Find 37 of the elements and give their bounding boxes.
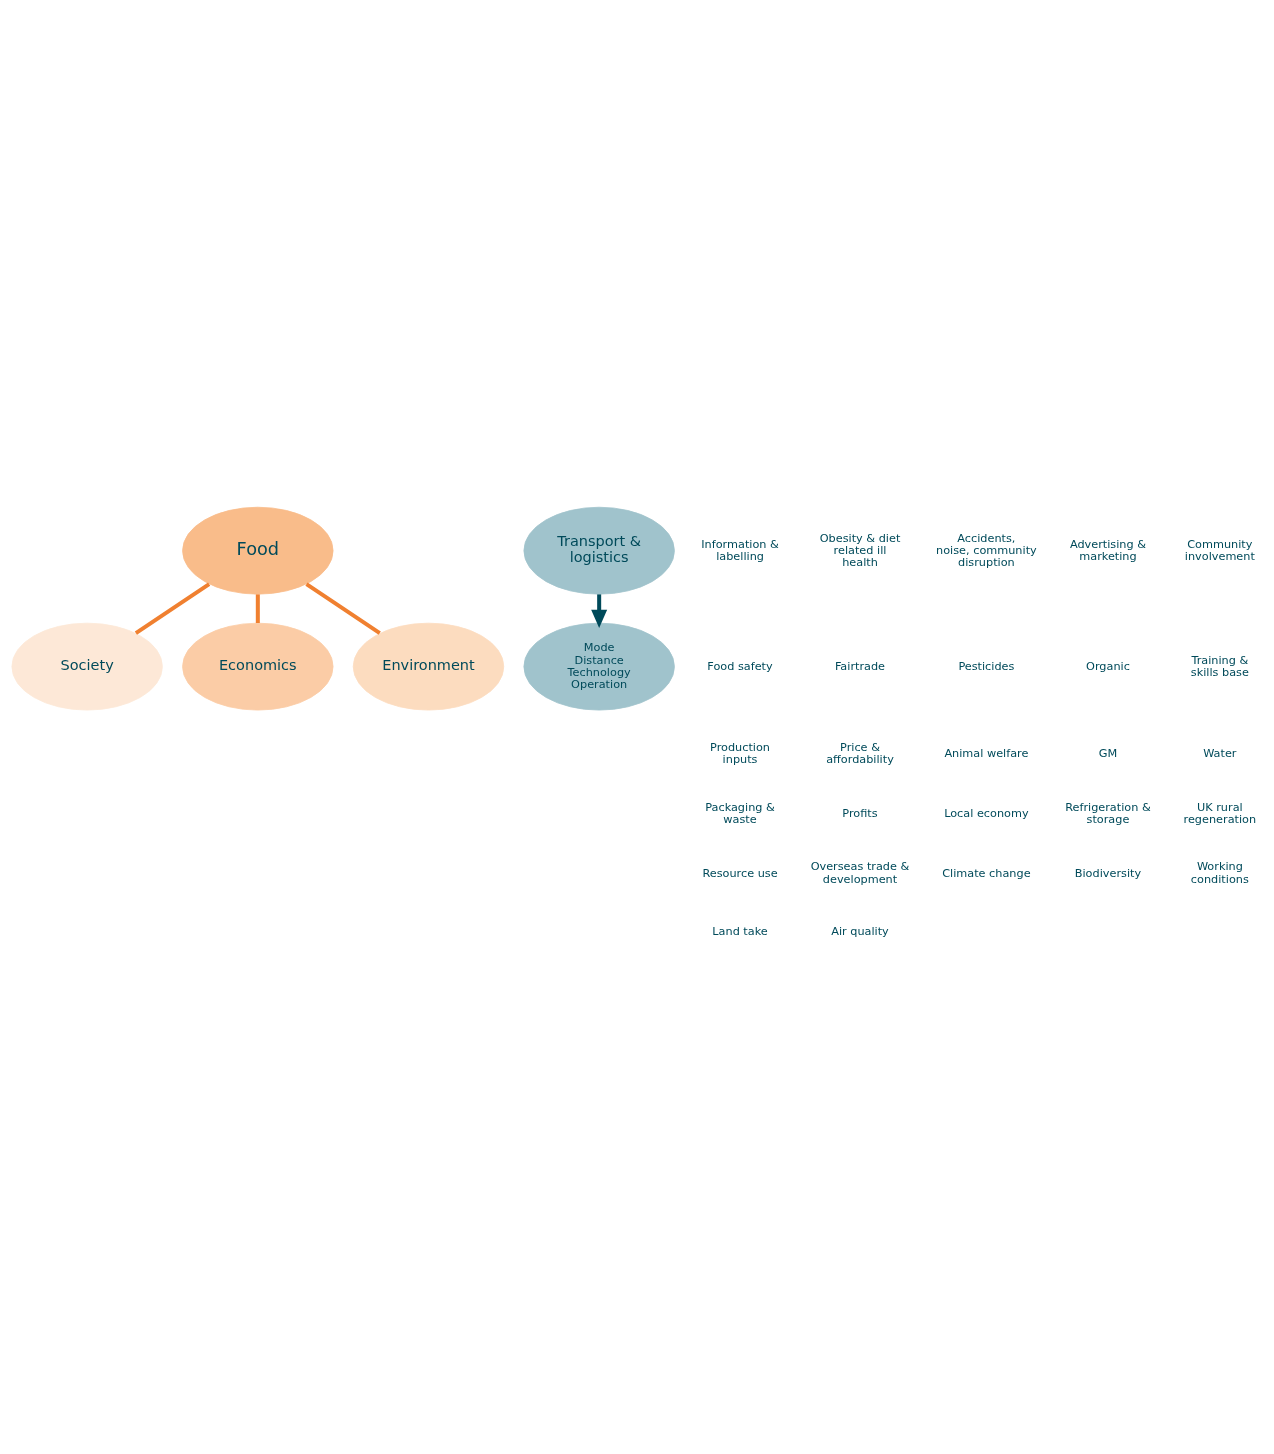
label: Profits xyxy=(842,806,878,820)
label: Information & labelling xyxy=(701,537,779,563)
label: GM xyxy=(1098,747,1118,761)
label: Animal welfare xyxy=(944,747,1029,761)
label: Organic xyxy=(1086,659,1130,673)
label: Advertising & marketing xyxy=(1069,537,1146,563)
label: Packaging & waste xyxy=(705,800,775,826)
label: Resource use xyxy=(702,866,778,880)
node-ellipse: Society xyxy=(11,622,163,711)
label: Pesticides xyxy=(958,659,1015,673)
label: Water xyxy=(1203,747,1237,761)
label: Land take xyxy=(712,925,768,939)
node-ellipse: Transport & logistics xyxy=(523,506,675,595)
label: Training & skills base xyxy=(1190,653,1249,679)
connector xyxy=(305,582,381,635)
label: Climate change xyxy=(942,866,1031,880)
label: Overseas trade & development xyxy=(810,860,910,886)
label: UK rural regeneration xyxy=(1183,800,1257,826)
label: Fairtrade xyxy=(834,659,886,673)
arrow xyxy=(591,594,608,629)
label: Production inputs xyxy=(710,741,771,767)
node-ellipse: Economics xyxy=(182,622,334,711)
node-ellipse: Food xyxy=(182,506,334,595)
label: Biodiversity xyxy=(1074,866,1142,880)
connector xyxy=(134,582,211,635)
label: Air quality xyxy=(831,925,889,939)
label: Community involvement xyxy=(1184,537,1255,563)
label: Obesity & diet related ill health xyxy=(819,531,901,569)
label: Local economy xyxy=(944,806,1029,820)
node-ellipse: Environment xyxy=(352,622,505,711)
node-ellipse: Mode Distance Technology Operation xyxy=(523,622,675,711)
label: Food safety xyxy=(707,659,773,673)
connector xyxy=(255,594,260,624)
label: Working conditions xyxy=(1190,860,1249,886)
label: Refrigeration & storage xyxy=(1065,800,1151,826)
label: Price & affordability xyxy=(826,741,894,767)
label: Accidents, noise, community disruption xyxy=(936,531,1037,569)
